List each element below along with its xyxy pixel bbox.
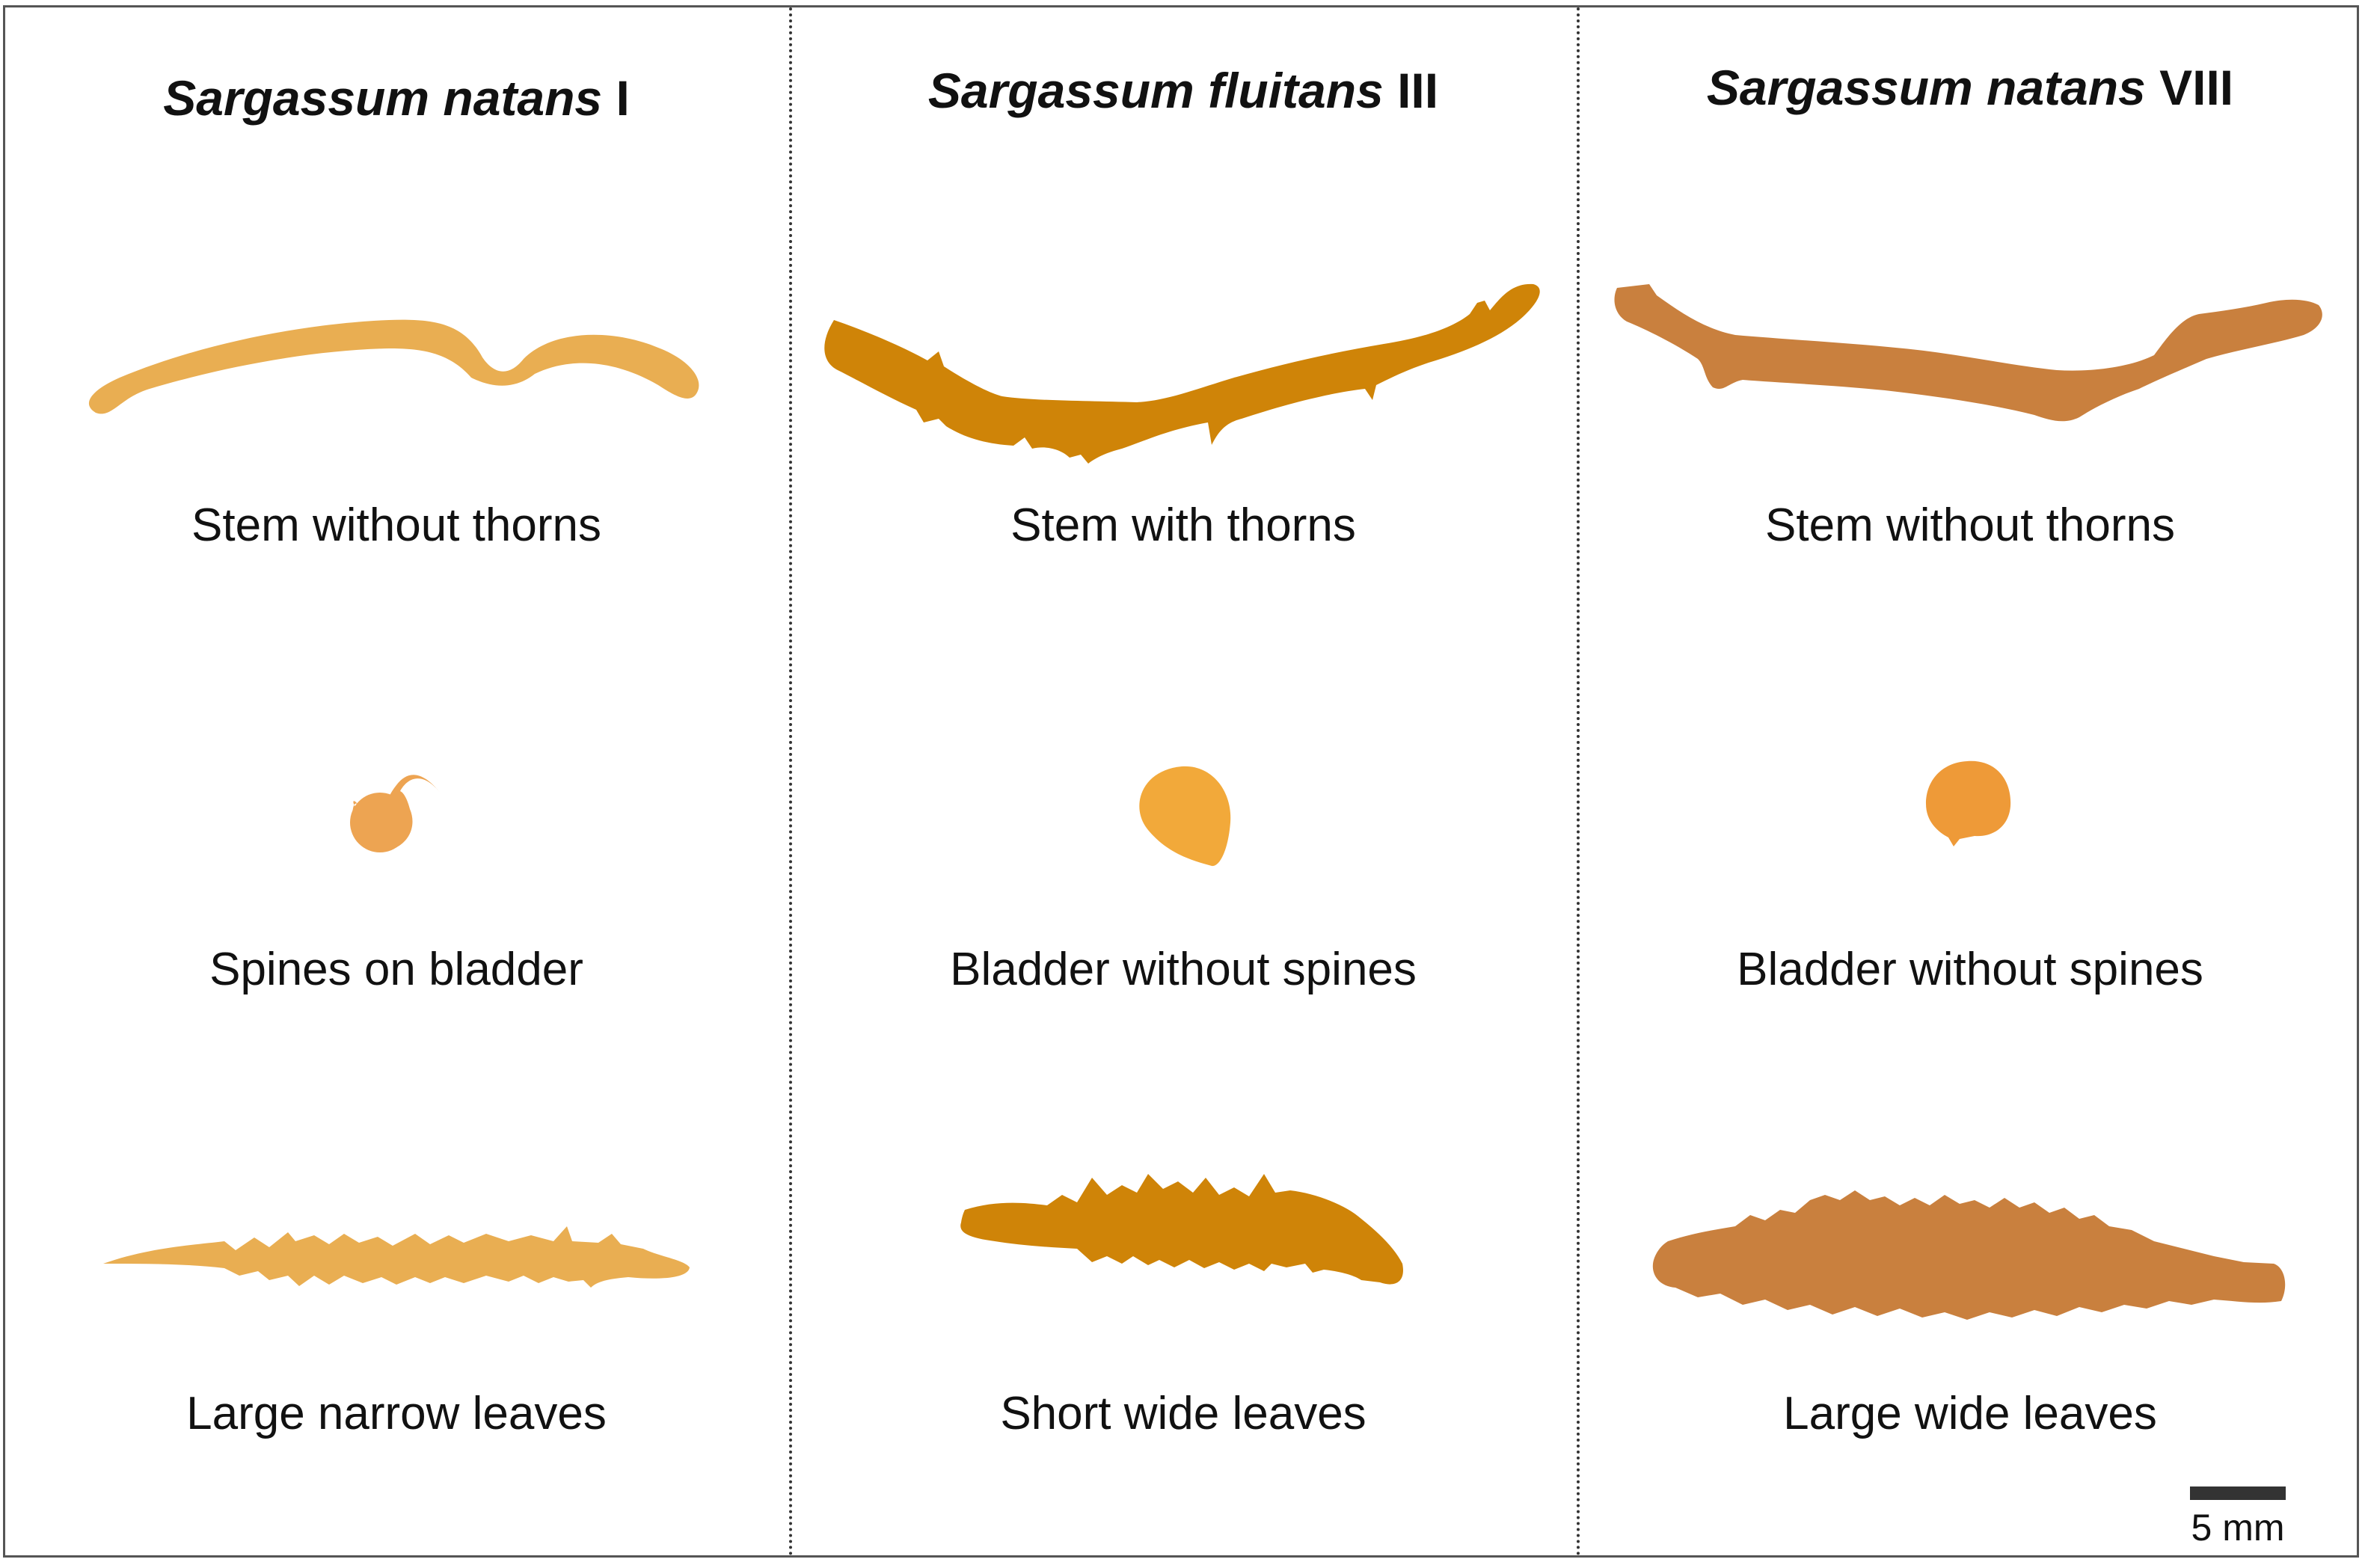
title-fluitans-iii: Sargassum fluitans III <box>928 66 1438 115</box>
scale-bar-label: 5 mm <box>2191 1507 2285 1549</box>
column-divider-1 <box>789 7 792 1557</box>
leaves-natans-viii <box>1652 1190 2286 1320</box>
title-species: Sargassum natans <box>1706 60 2146 115</box>
bladder-natans-i-body <box>350 793 410 852</box>
stem-natans-i <box>88 319 699 414</box>
title-natans-viii: Sargassum natans VIII <box>1707 63 2233 112</box>
bladder-label-natans-viii: Bladder without spines <box>1737 944 2203 995</box>
title-natans-i: Sargassum natans I <box>163 73 630 123</box>
leaves-label-natans-i: Large narrow leaves <box>186 1388 607 1439</box>
leaves-natans-i <box>103 1226 690 1288</box>
title-type: VIII <box>2159 60 2234 115</box>
title-species: Sargassum fluitans <box>927 63 1384 118</box>
title-species: Sargassum natans <box>163 70 603 126</box>
leaves-label-fluitans-iii: Short wide leaves <box>1000 1388 1366 1439</box>
title-type: III <box>1397 63 1439 118</box>
scale-bar <box>2190 1486 2286 1500</box>
title-type: I <box>616 70 630 126</box>
stem-label-natans-i: Stem without thorns <box>191 499 601 551</box>
bladder-natans-viii <box>1926 760 2011 846</box>
bladder-label-natans-i: Spines on bladder <box>209 944 583 995</box>
stem-label-natans-viii: Stem without thorns <box>1765 499 2175 551</box>
leaves-fluitans-iii <box>960 1174 1403 1285</box>
stem-natans-viii <box>1614 284 2322 422</box>
bladder-fluitans-iii <box>1139 766 1231 867</box>
leaves-label-natans-viii: Large wide leaves <box>1783 1388 2157 1439</box>
column-divider-2 <box>1577 7 1580 1557</box>
stem-label-fluitans-iii: Stem with thorns <box>1010 499 1356 551</box>
bladder-label-fluitans-iii: Bladder without spines <box>950 944 1417 995</box>
stem-fluitans-iii <box>824 283 1540 464</box>
